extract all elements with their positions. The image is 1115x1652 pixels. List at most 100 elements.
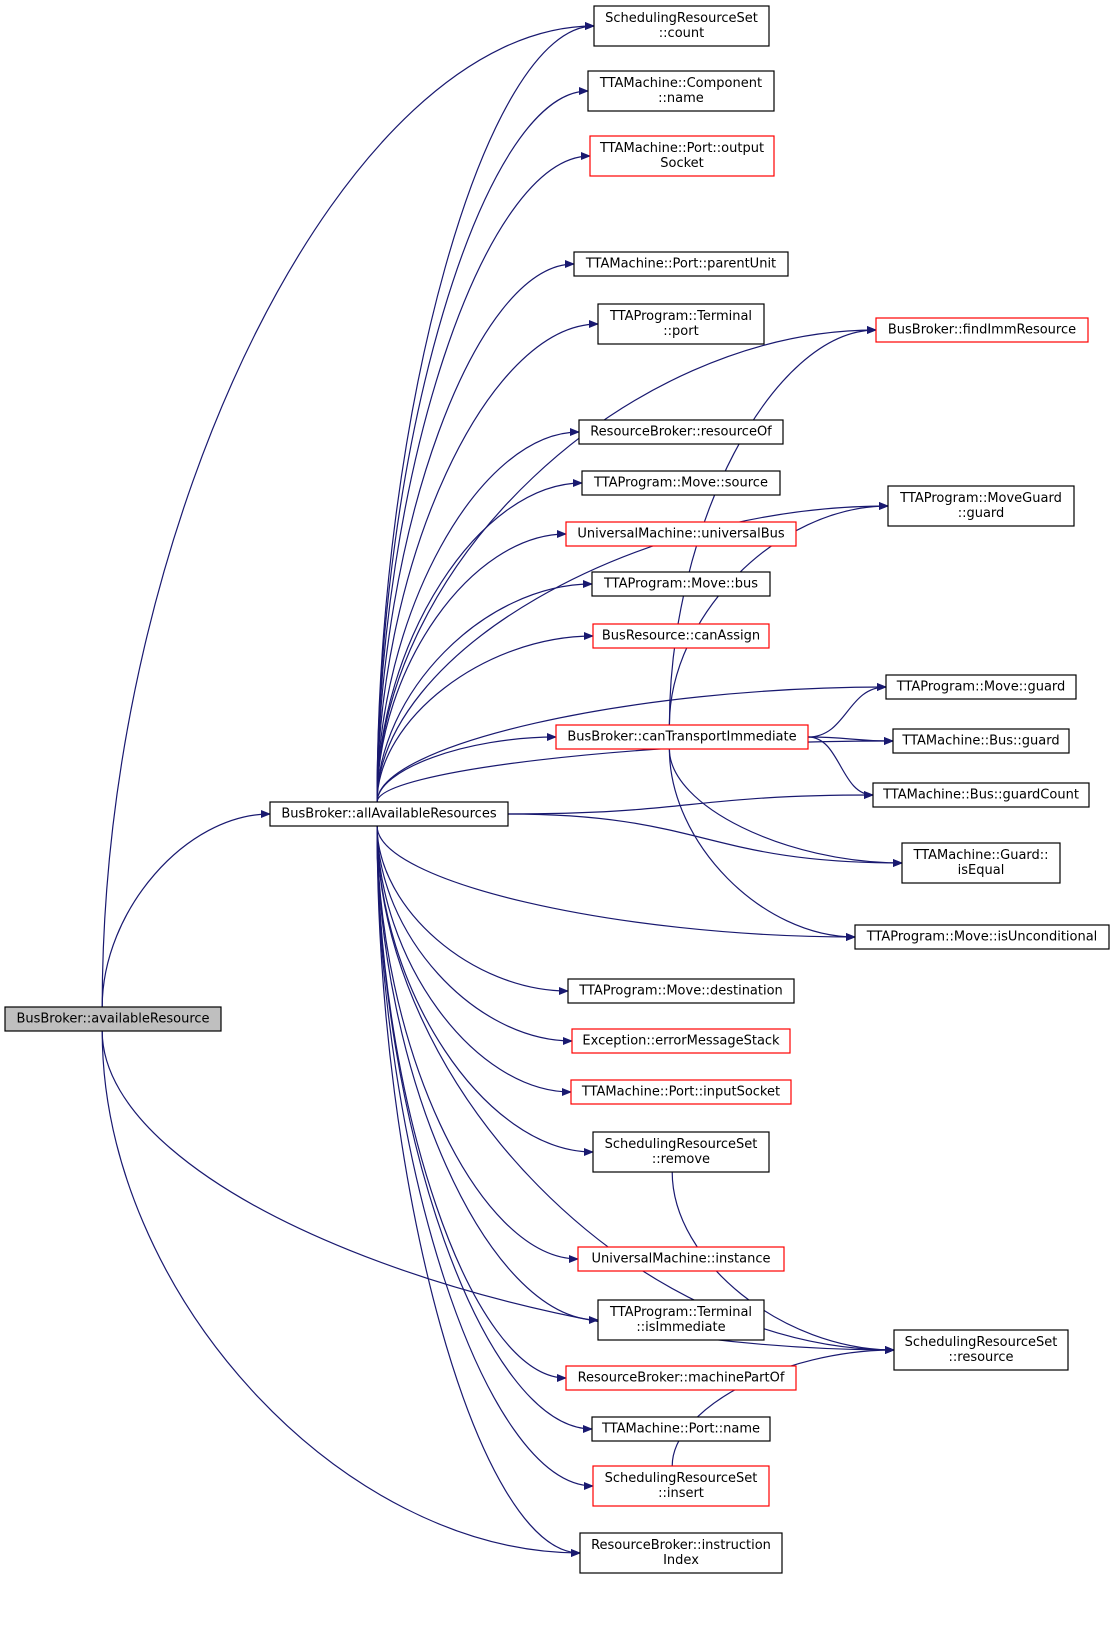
node-machine-part-of[interactable]: ResourceBroker::machinePartOf [565,1365,797,1391]
node-universal-bus[interactable]: UniversalMachine::universalBus [565,521,797,547]
node-label: BusResource::canAssign [602,629,760,644]
edge-srs-remove-to-srs-resource [671,1171,895,1354]
edge-all-available-resources-to-component-name [376,87,589,803]
node-label: TTAMachine::Bus::guard [901,734,1059,749]
edge-all-available-resources-to-move-source [376,479,583,803]
edge-can-transport-immediate-to-move-is-unconditional [668,748,856,941]
node-label: BusBroker::canTransportImmediate [567,730,796,745]
node-move-is-unconditional[interactable]: TTAProgram::Move::isUnconditional [854,924,1110,950]
node-box [592,1465,770,1507]
node-move-bus[interactable]: TTAProgram::Move::bus [591,571,771,597]
node-move-destination[interactable]: TTAProgram::Move::destination [567,978,795,1004]
edge-all-available-resources-to-srs-insert [376,825,594,1490]
edge-all-available-resources-to-port-name [376,825,593,1433]
node-label: TTAMachine::Port::name [601,1422,760,1437]
node-label: TTAMachine::Guard:: [912,848,1048,863]
node-label: isEqual [958,863,1005,878]
edge-available-resource-to-srs-count [101,22,595,1008]
node-box [573,251,789,277]
node-box [872,782,1090,808]
edge-all-available-resources-to-can-transport-immediate [376,733,557,803]
node-available-resource[interactable]: BusBroker::availableResource [4,1006,222,1032]
node-can-transport-immediate[interactable]: BusBroker::canTransportImmediate [555,724,809,750]
node-box [565,1365,797,1391]
node-box [592,623,770,649]
node-terminal-is-immediate[interactable]: TTAProgram::Terminal::isImmediate [597,1299,765,1341]
node-label: ::name [658,91,704,106]
node-label: TTAMachine::Port::output [599,141,764,156]
node-port-input-socket[interactable]: TTAMachine::Port::inputSocket [570,1079,792,1105]
edge-all-available-resources-to-find-imm-resource [376,326,877,803]
edge-all-available-resources-to-guard-is-equal [507,813,903,867]
node-label: SchedulingResourceSet [605,11,758,26]
node-resource-of[interactable]: ResourceBroker::resourceOf [578,419,784,445]
edge-all-available-resources-to-terminal-port [376,320,599,803]
node-box [885,674,1077,700]
node-moveguard-guard[interactable]: TTAProgram::MoveGuard::guard [887,485,1075,527]
node-error-message-stack[interactable]: Exception::errorMessageStack [571,1028,791,1054]
node-label: SchedulingResourceSet [605,1137,758,1152]
node-label: Index [663,1553,699,1568]
edge-all-available-resources-to-error-message-stack [376,825,573,1045]
node-label: SchedulingResourceSet [605,1471,758,1486]
node-label: ::resource [949,1350,1014,1365]
node-box [555,724,809,750]
node-label: TTAMachine::Port::inputSocket [581,1085,780,1100]
node-guard-is-equal[interactable]: TTAMachine::Guard::isEqual [901,842,1061,884]
edge-all-available-resources-to-srs-count [376,22,595,803]
node-label: UniversalMachine::instance [591,1252,770,1267]
edge-all-available-resources-to-instruction-index [376,825,581,1557]
node-label: TTAProgram::Move::destination [578,984,783,999]
node-bus-guard-count[interactable]: TTAMachine::Bus::guardCount [872,782,1090,808]
node-label: ResourceBroker::resourceOf [590,425,772,440]
node-terminal-port[interactable]: TTAProgram::Terminal::port [597,303,765,345]
node-box [592,1131,770,1173]
node-label: UniversalMachine::universalBus [577,527,785,542]
edge-all-available-resources-to-move-guard [376,683,887,803]
node-box [587,70,775,112]
node-bus-guard[interactable]: TTAMachine::Bus::guard [892,728,1070,754]
node-all-available-resources[interactable]: BusBroker::allAvailableResources [269,801,509,827]
node-srs-remove[interactable]: SchedulingResourceSet::remove [592,1131,770,1173]
node-box [565,521,797,547]
node-move-source[interactable]: TTAProgram::Move::source [581,470,781,496]
node-port-name[interactable]: TTAMachine::Port::name [591,1416,771,1442]
node-srs-insert[interactable]: SchedulingResourceSet::insert [592,1465,770,1507]
node-can-assign[interactable]: BusResource::canAssign [592,623,770,649]
node-label: TTAMachine::Bus::guardCount [882,788,1079,803]
node-move-guard[interactable]: TTAProgram::Move::guard [885,674,1077,700]
node-srs-resource[interactable]: SchedulingResourceSet::resource [893,1329,1069,1371]
edge-all-available-resources-to-move-destination [376,825,569,995]
edge-all-available-resources-to-universal-instance [376,825,579,1263]
node-label: ::count [659,26,704,41]
edge-can-transport-immediate-to-bus-guard-count [807,736,874,799]
edge-all-available-resources-to-moveguard-guard [376,502,889,803]
edge-can-transport-immediate-to-guard-is-equal [668,748,903,867]
node-label: ResourceBroker::instruction [591,1538,771,1553]
node-box [875,317,1089,343]
edge-all-available-resources-to-port-output-socket [376,152,591,803]
edge-all-available-resources-to-port-input-socket [376,825,572,1096]
node-box [589,135,775,177]
node-component-name[interactable]: TTAMachine::Component::name [587,70,775,112]
edge-available-resource-to-srs-resource [101,1030,895,1354]
edge-all-available-resources-to-srs-resource [376,825,895,1354]
node-srs-count[interactable]: SchedulingResourceSet::count [593,5,770,47]
node-label: BusBroker::allAvailableResources [281,807,496,822]
node-find-imm-resource[interactable]: BusBroker::findImmResource [875,317,1089,343]
edge-all-available-resources-to-move-bus [376,580,593,803]
node-label: ::port [663,324,698,339]
node-label: TTAMachine::Component [599,76,762,91]
node-box [593,5,770,47]
node-label: TTAProgram::Move::guard [896,680,1066,695]
node-box [597,1299,765,1341]
node-box [591,571,771,597]
node-label: TTAProgram::Move::source [593,476,768,491]
node-port-parent-unit[interactable]: TTAMachine::Port::parentUnit [573,251,789,277]
node-box [901,842,1061,884]
edge-available-resource-to-all-available-resources [101,810,271,1008]
node-universal-instance[interactable]: UniversalMachine::instance [577,1246,785,1272]
